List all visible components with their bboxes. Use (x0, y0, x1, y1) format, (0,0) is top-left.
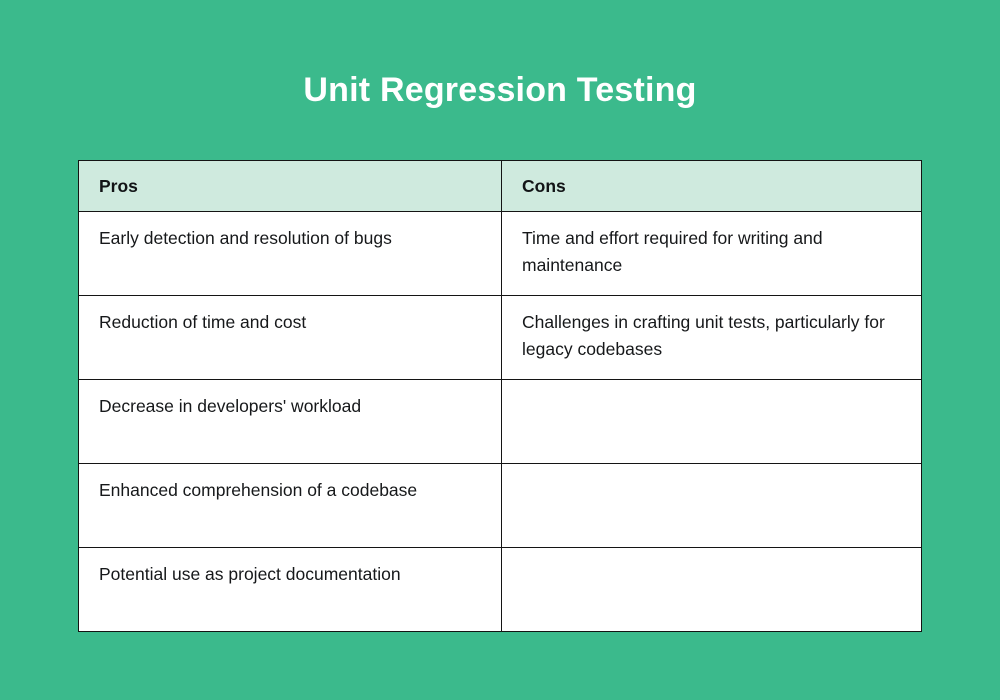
page-title: Unit Regression Testing (303, 71, 697, 109)
cell-cons: Challenges in crafting unit tests, parti… (501, 295, 922, 380)
pros-cons-table-container: Pros Cons Early detection and resolution… (78, 160, 922, 632)
cell-pros: Reduction of time and cost (78, 295, 502, 380)
cell-cons (501, 379, 922, 464)
table-row: Decrease in developers' workload (78, 379, 922, 464)
table-row: Potential use as project documentation (78, 547, 922, 632)
column-header-pros: Pros (78, 160, 502, 212)
pros-cons-table: Pros Cons Early detection and resolution… (78, 160, 922, 632)
table-header: Pros Cons (78, 160, 922, 212)
cell-pros: Potential use as project documentation (78, 547, 502, 632)
table-header-row: Pros Cons (78, 160, 922, 212)
table-row: Reduction of time and cost Challenges in… (78, 295, 922, 380)
cell-pros: Decrease in developers' workload (78, 379, 502, 464)
cell-pros: Enhanced comprehension of a codebase (78, 463, 502, 548)
column-header-cons: Cons (501, 160, 922, 212)
cell-pros: Early detection and resolution of bugs (78, 211, 502, 296)
cell-cons: Time and effort required for writing and… (501, 211, 922, 296)
cell-cons (501, 463, 922, 548)
table-row: Enhanced comprehension of a codebase (78, 463, 922, 548)
cell-cons (501, 547, 922, 632)
table-body: Early detection and resolution of bugs T… (78, 211, 922, 632)
table-row: Early detection and resolution of bugs T… (78, 211, 922, 296)
